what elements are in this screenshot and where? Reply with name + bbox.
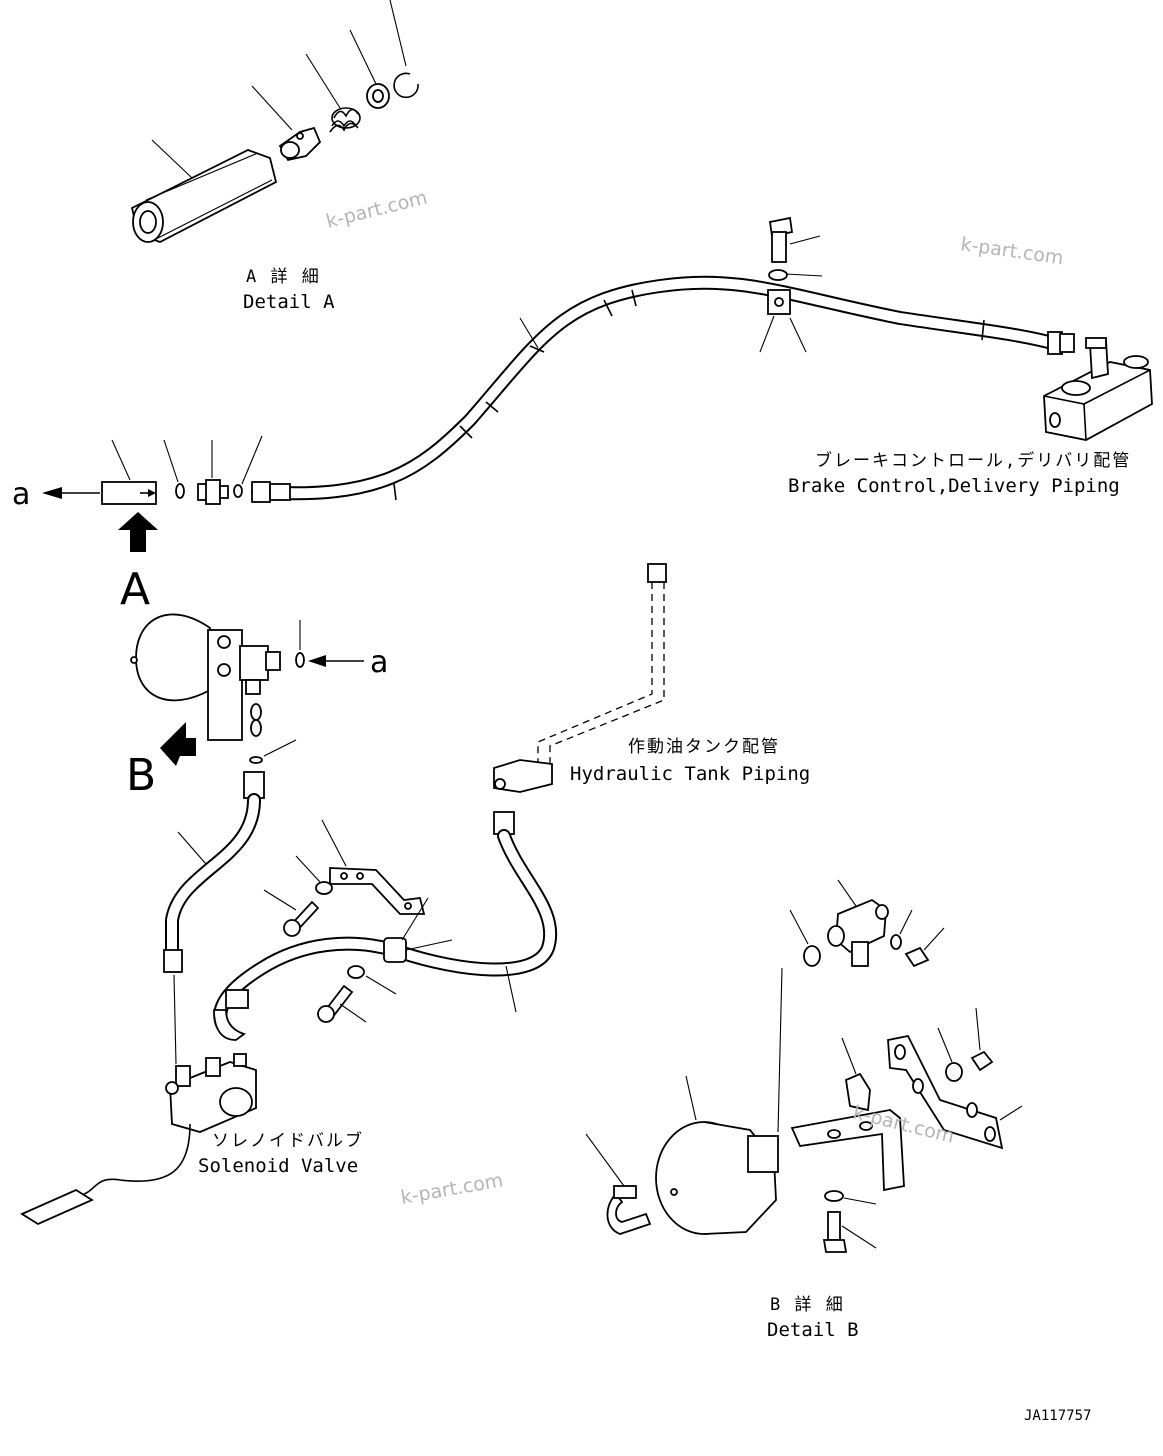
check-valve-assembly [42,435,263,505]
brake-en-label: Brake Control,Delivery Piping [788,475,1120,497]
watermark: k-part.com [959,233,1065,269]
watermark: k-part.com [324,186,430,232]
connector-a-left: a [12,477,30,512]
brake-valve-block [1043,337,1153,441]
view-a-label: A [120,564,150,615]
view-b-arrow [160,722,196,766]
detail-b-jp-label: B 詳 細 [770,1295,845,1315]
detail-a-en-label: Detail A [243,291,335,313]
view-a-arrow [118,512,158,552]
drawing-code: JA117757 [1024,1408,1091,1424]
accumulator-assembly [130,613,364,764]
solenoid-jp-label: ソレノイドバルブ [212,1130,364,1151]
solenoid-valve [20,1053,257,1226]
hydraulic-tank-piping [493,563,667,793]
hydraulic-en-label: Hydraulic Tank Piping [570,763,810,785]
delivery-hose [251,216,1075,503]
solenoid-en-label: Solenoid Valve [198,1155,358,1177]
detail-a-jp-label: A 詳 細 [246,267,321,287]
watermark: k-part.com [399,1169,505,1209]
solenoid-hose [163,771,265,1065]
detail-a-exploded-parts [130,0,419,243]
hydraulic-jp-label: 作動油タンク配管 [628,737,780,757]
detail-b-parts [585,879,1023,1253]
view-b-label: B [126,750,156,801]
brake-jp-label: ブレーキコントロール,デリバリ配管 [815,450,1131,471]
return-hose-set [213,811,558,1041]
detail-b-en-label: Detail B [767,1319,859,1341]
connector-a-right: a [370,645,388,680]
